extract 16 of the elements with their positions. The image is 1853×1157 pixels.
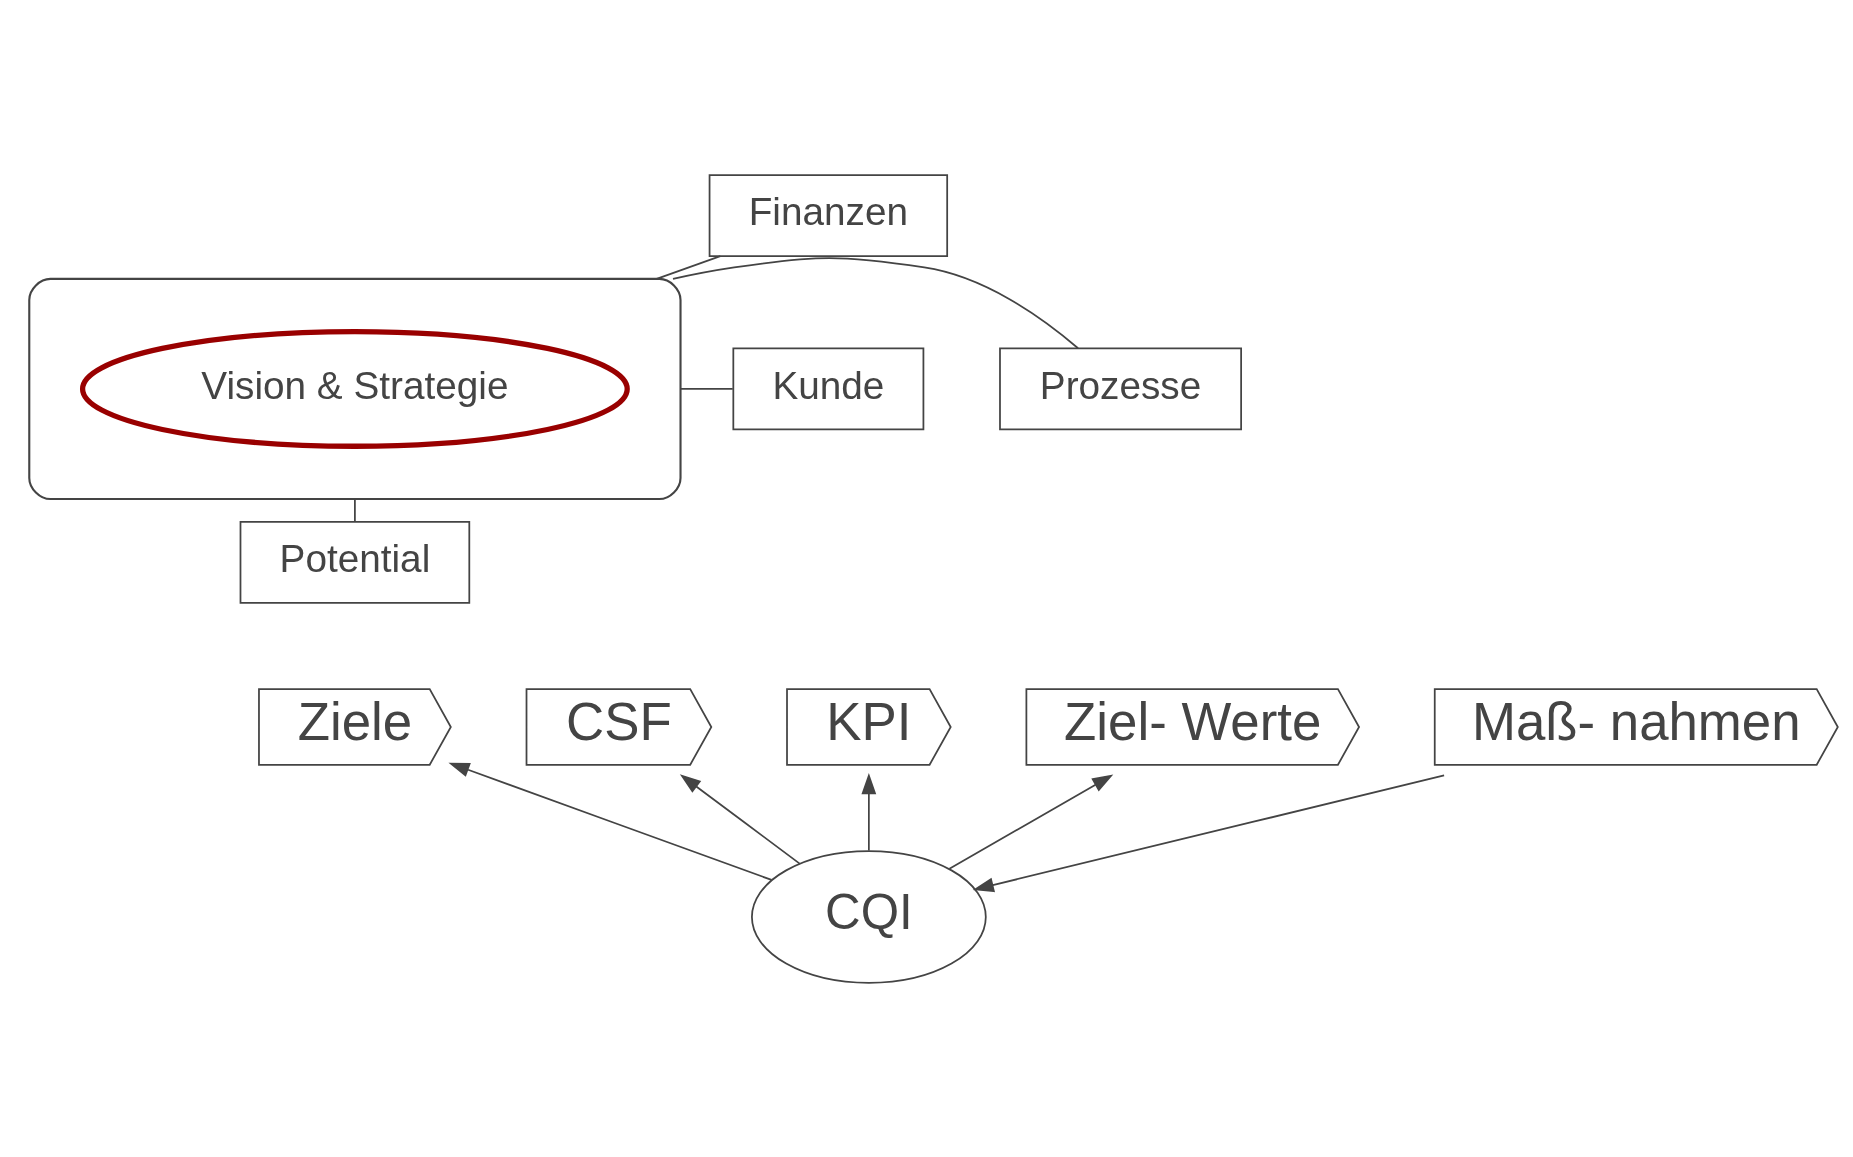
node-box: Prozesse	[999, 347, 1242, 430]
node-ellipse: CQI	[751, 849, 987, 984]
connector	[354, 497, 356, 522]
connector	[679, 387, 734, 390]
connector	[672, 256, 1079, 349]
arrow	[448, 762, 773, 881]
arrow	[861, 772, 877, 851]
node-box: Kunde	[732, 347, 925, 430]
cluster	[28, 277, 682, 500]
arrow	[948, 773, 1114, 870]
connector	[655, 254, 722, 280]
node-ellipse: Vision & Strategie	[79, 328, 630, 449]
arrow	[679, 773, 801, 864]
node-box: Potential	[239, 520, 471, 604]
arrow	[972, 774, 1445, 892]
node-box: Finanzen	[708, 173, 949, 257]
